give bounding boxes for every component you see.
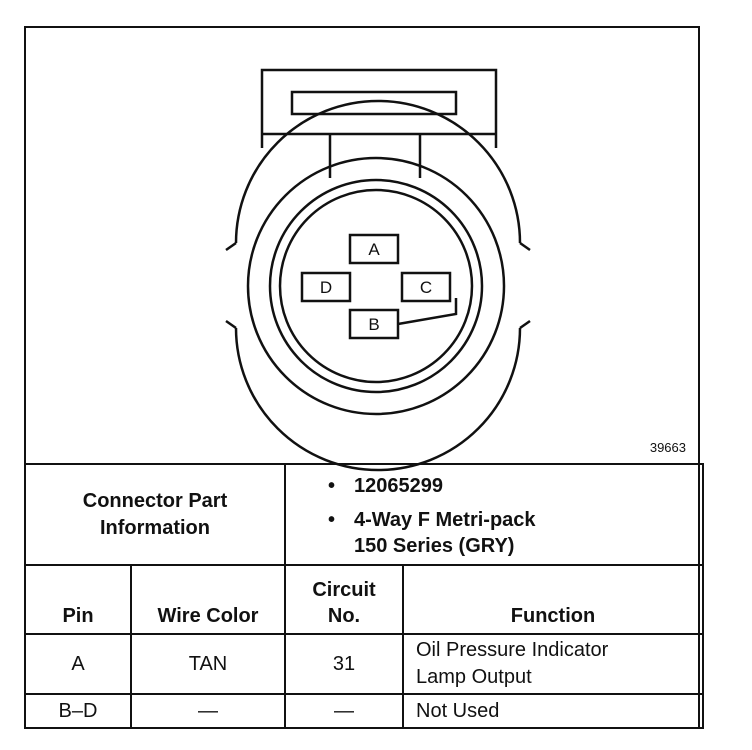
connector-part-label: Connector Part Information (82, 489, 228, 539)
cell-pin: A (24, 633, 132, 695)
latch-housing (260, 68, 498, 148)
cell-pin: B–D (24, 693, 132, 729)
function-line1: Oil Pressure Indicator (416, 639, 609, 661)
connector-face-diagram: A B C D (225, 68, 531, 472)
housing-ring-inner (278, 188, 474, 384)
figure-id: 39663 (649, 440, 686, 455)
cell-circuit: — (284, 693, 404, 729)
header-circuit-line2: No. (327, 605, 361, 627)
outer-housing-lower-arc (234, 327, 522, 472)
pin-label-b: B (368, 315, 379, 334)
connector-part-label-cell: Connector Part Information (24, 463, 286, 566)
pin-cavity-d (300, 271, 352, 303)
outer-housing-right (519, 241, 531, 252)
pin-label-c: C (420, 278, 432, 297)
cell-function: Oil Pressure Indicator Lamp Output (402, 633, 704, 695)
outer-housing-right-lower (519, 319, 531, 330)
header-pin: Pin (24, 564, 132, 635)
outer-housing-left-lower (225, 319, 237, 330)
part-number: 12065299 (326, 473, 702, 499)
table-header-row: Pin Wire Color Circuit No. Function (24, 564, 704, 635)
connector-info-table: Connector Part Information 12065299 4-Wa… (24, 463, 704, 729)
latch-slot (290, 90, 458, 116)
outer-housing-arc (234, 99, 522, 244)
header-function: Function (402, 564, 704, 635)
connector-description-line2: 150 Series (GRY) (354, 535, 515, 557)
cell-function: Not Used (402, 693, 704, 729)
pin-cavity-c (400, 271, 452, 303)
pin-label-d: D (320, 278, 332, 297)
cell-circuit: 31 (284, 633, 404, 695)
housing-ring-outer (246, 156, 506, 416)
pin-cavity-a (348, 233, 400, 265)
function-line2: Lamp Output (416, 666, 532, 688)
header-circuit-line1: Circuit (312, 579, 376, 601)
table-row: B–D — — Not Used (24, 693, 704, 729)
header-circuit-no: Circuit No. (284, 564, 404, 635)
pin-label-a: A (368, 240, 380, 259)
polarization-key (397, 298, 458, 326)
connector-part-row: Connector Part Information 12065299 4-Wa… (24, 463, 704, 566)
housing-ring-middle (268, 178, 484, 394)
cell-wire-color: TAN (130, 633, 286, 695)
outer-housing-left (225, 241, 237, 252)
connector-description-line1: 4-Way F Metri-pack (326, 507, 702, 533)
connector-diagram-frame: A B C D 39663 Connector Part Information… (24, 26, 704, 729)
table-row: A TAN 31 Oil Pressure Indicator Lamp Out… (24, 633, 704, 695)
header-wire-color: Wire Color (130, 564, 286, 635)
cell-wire-color: — (130, 693, 286, 729)
connector-part-details: 12065299 4-Way F Metri-pack 150 Series (… (284, 463, 704, 566)
